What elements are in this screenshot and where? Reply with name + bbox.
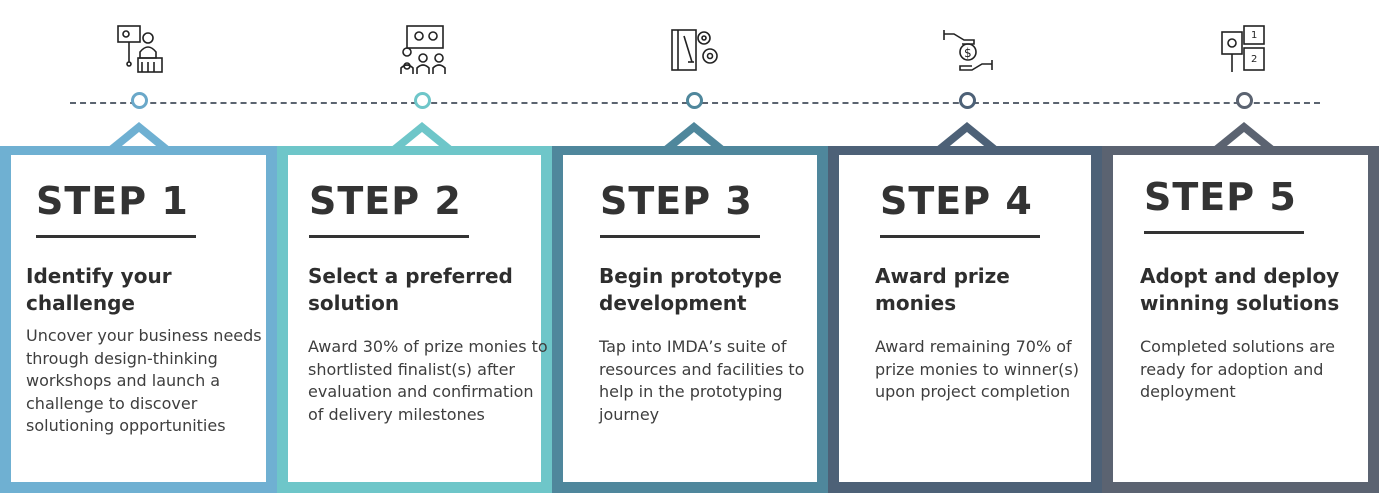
card-notch-inner-5 — [1222, 132, 1266, 150]
step-card-4: STEP 4 Award prize monies Award remainin… — [828, 146, 1102, 493]
step-description: Completed solutions are ready for adopti… — [1140, 337, 1336, 401]
step-description: Award 30% of prize monies to shortlisted… — [308, 337, 548, 424]
step-description: Award remaining 70% of prize monies to w… — [875, 337, 1079, 401]
step-card-2: STEP 2 Select a preferred solution Award… — [277, 146, 552, 493]
step-card-body: STEP 4 Award prize monies Award remainin… — [839, 155, 1091, 482]
card-notch-inner-3 — [672, 132, 716, 150]
step-heading: Adopt and deploy winning solutions — [1140, 264, 1340, 315]
step-title: STEP 4 — [880, 179, 1033, 223]
svg-text:1: 1 — [1251, 30, 1257, 41]
step-description: Tap into IMDA’s suite of resources and f… — [599, 337, 805, 424]
card-notch-inner-2 — [400, 132, 444, 150]
step-heading: Begin prototype development — [599, 264, 782, 315]
card-notch-inner-4 — [945, 132, 989, 150]
checklist-board-icon: 1 2 — [1216, 22, 1272, 78]
step-card-3: STEP 3 Begin prototype development Tap i… — [552, 146, 828, 493]
card-notch-inner-1 — [117, 132, 161, 150]
step-card-1: STEP 1 Identify your challenge Uncover y… — [0, 146, 277, 493]
step-heading: Identify your challenge — [26, 264, 172, 315]
step-card-body: STEP 2 Select a preferred solution Award… — [288, 155, 548, 482]
step-card-5: STEP 5 Adopt and deploy winning solution… — [1102, 146, 1379, 493]
step-title: STEP 1 — [36, 179, 189, 223]
timeline-dot-1 — [131, 92, 148, 109]
step-card-body: STEP 5 Adopt and deploy winning solution… — [1113, 155, 1368, 482]
step-card-body: STEP 1 Identify your challenge Uncover y… — [11, 155, 266, 482]
presentation-gear-icon — [112, 22, 168, 78]
timeline-dot-2 — [414, 92, 431, 109]
timeline-dot-5 — [1236, 92, 1253, 109]
step-title: STEP 2 — [309, 179, 462, 223]
svg-text:$: $ — [964, 46, 972, 60]
title-underline — [880, 235, 1040, 238]
hand-money-icon: $ — [940, 22, 996, 78]
title-underline — [36, 235, 196, 238]
step-title: STEP 5 — [1144, 175, 1297, 219]
step-title: STEP 3 — [600, 179, 753, 223]
timeline-dot-3 — [686, 92, 703, 109]
title-underline — [1144, 231, 1304, 234]
team-discussion-icon — [395, 22, 451, 78]
step-description: Uncover your business needs through desi… — [26, 326, 262, 435]
step-card-body: STEP 3 Begin prototype development Tap i… — [563, 155, 817, 482]
svg-text:2: 2 — [1251, 54, 1257, 65]
step-heading: Select a preferred solution — [308, 264, 513, 315]
timeline-dot-4 — [959, 92, 976, 109]
title-underline — [600, 235, 760, 238]
title-underline — [309, 235, 469, 238]
blueprint-gears-icon — [666, 22, 722, 78]
step-heading: Award prize monies — [875, 264, 1010, 315]
